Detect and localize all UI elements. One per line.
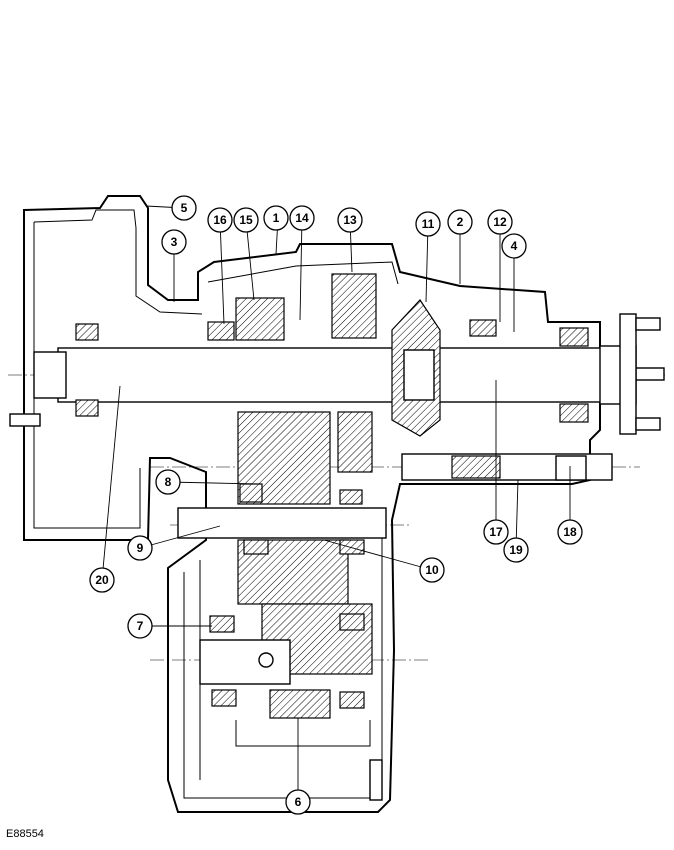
main-shaft: [8, 313, 666, 661]
callout-9: 9: [127, 535, 153, 561]
differential: [391, 299, 441, 437]
svg-text:11: 11: [422, 217, 435, 231]
callout-10: 10: [419, 557, 445, 583]
figure-code: E88554: [6, 828, 44, 840]
svg-text:2: 2: [457, 215, 464, 229]
svg-text:14: 14: [295, 211, 309, 225]
svg-text:6: 6: [295, 795, 302, 809]
intermediate-shaft: [177, 507, 387, 539]
callout-20: 20: [89, 567, 115, 593]
callout-11: 11: [415, 211, 441, 237]
callout-16: 16: [207, 207, 233, 233]
svg-text:19: 19: [509, 543, 523, 557]
callout-8: 8: [155, 469, 181, 495]
callout-1: 1: [263, 205, 289, 231]
svg-text:20: 20: [95, 573, 109, 587]
svg-text:10: 10: [425, 563, 439, 577]
callout-2: 2: [447, 209, 473, 235]
svg-text:5: 5: [181, 201, 188, 215]
callout-5: 5: [171, 195, 197, 221]
svg-text:4: 4: [511, 239, 518, 253]
intermediate-gear-cluster: [237, 411, 373, 505]
svg-text:8: 8: [165, 475, 172, 489]
callout-19: 19: [503, 537, 529, 563]
callout-13: 13: [337, 207, 363, 233]
high-range-gear: [235, 297, 285, 341]
svg-text:16: 16: [213, 213, 227, 227]
svg-text:9: 9: [137, 541, 144, 555]
callout-18: 18: [557, 519, 583, 545]
callout-15: 15: [233, 207, 259, 233]
callout-4: 4: [501, 233, 527, 259]
callout-6: 6: [285, 789, 311, 815]
callout-12: 12: [487, 209, 513, 235]
differential-lock-assembly: [401, 453, 613, 481]
svg-text:1: 1: [273, 211, 280, 225]
callout-17: 17: [483, 519, 509, 545]
svg-text:18: 18: [563, 525, 577, 539]
bearings: [75, 319, 589, 709]
svg-text:15: 15: [239, 213, 253, 227]
low-range-gear: [331, 273, 377, 339]
callout-3: 3: [161, 229, 187, 255]
svg-text:12: 12: [493, 215, 507, 229]
svg-text:7: 7: [137, 619, 144, 633]
svg-text:3: 3: [171, 235, 178, 249]
leader-lines: [101, 205, 571, 800]
svg-text:13: 13: [343, 213, 357, 227]
svg-text:17: 17: [489, 525, 503, 539]
callout-14: 14: [289, 205, 315, 231]
callout-7: 7: [127, 613, 153, 639]
